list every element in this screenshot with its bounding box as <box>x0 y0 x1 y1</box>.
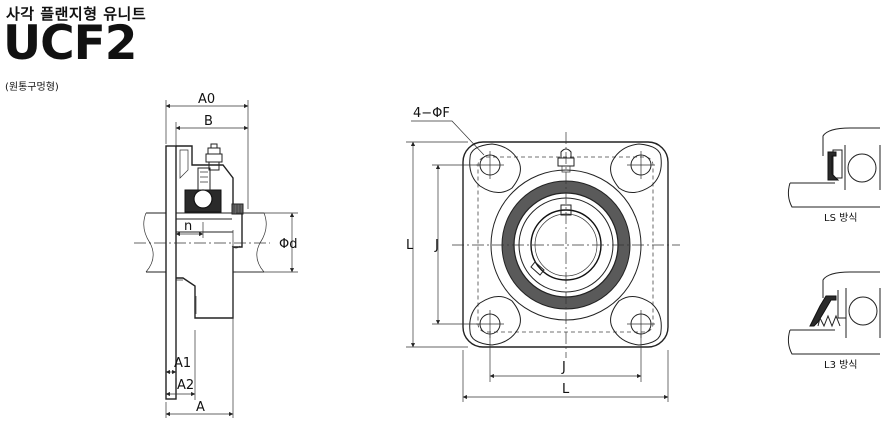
dim-l-horizontal: L <box>562 382 570 397</box>
square-flange <box>462 141 669 348</box>
dim-phi-d: Φd <box>279 237 297 252</box>
grease-nipple-side <box>205 143 223 171</box>
dim-bolt: 4−ΦF <box>413 106 450 121</box>
dim-l-vertical: L <box>406 238 414 253</box>
dim-j-vertical: J <box>434 238 439 253</box>
seal-detail-ls: LS 방식 <box>787 127 881 224</box>
seal-label-ls: LS 방식 <box>824 212 858 224</box>
dim-j-horizontal: J <box>561 360 566 375</box>
seal-detail-l3: L3 방식 <box>787 271 881 371</box>
dim-a0: A0 <box>198 92 215 107</box>
dim-b: B <box>204 114 213 129</box>
title-korean: 사각 플랜지형 유니트 <box>6 5 147 23</box>
ball <box>193 189 213 209</box>
subtitle: (원통구멍형) <box>5 82 59 93</box>
dim-a1: A1 <box>174 356 191 371</box>
dim-n: n <box>184 219 192 234</box>
flange-plate <box>165 145 177 400</box>
dim-a2: A2 <box>177 378 194 393</box>
side-view: A0 B n Φd A1 A2 A <box>134 92 298 418</box>
model-number: UCF2 <box>3 16 137 71</box>
front-view: 4−ΦF L J J L <box>406 106 680 402</box>
dim-a: A <box>196 400 205 415</box>
seal-label-l3: L3 방식 <box>824 359 858 371</box>
